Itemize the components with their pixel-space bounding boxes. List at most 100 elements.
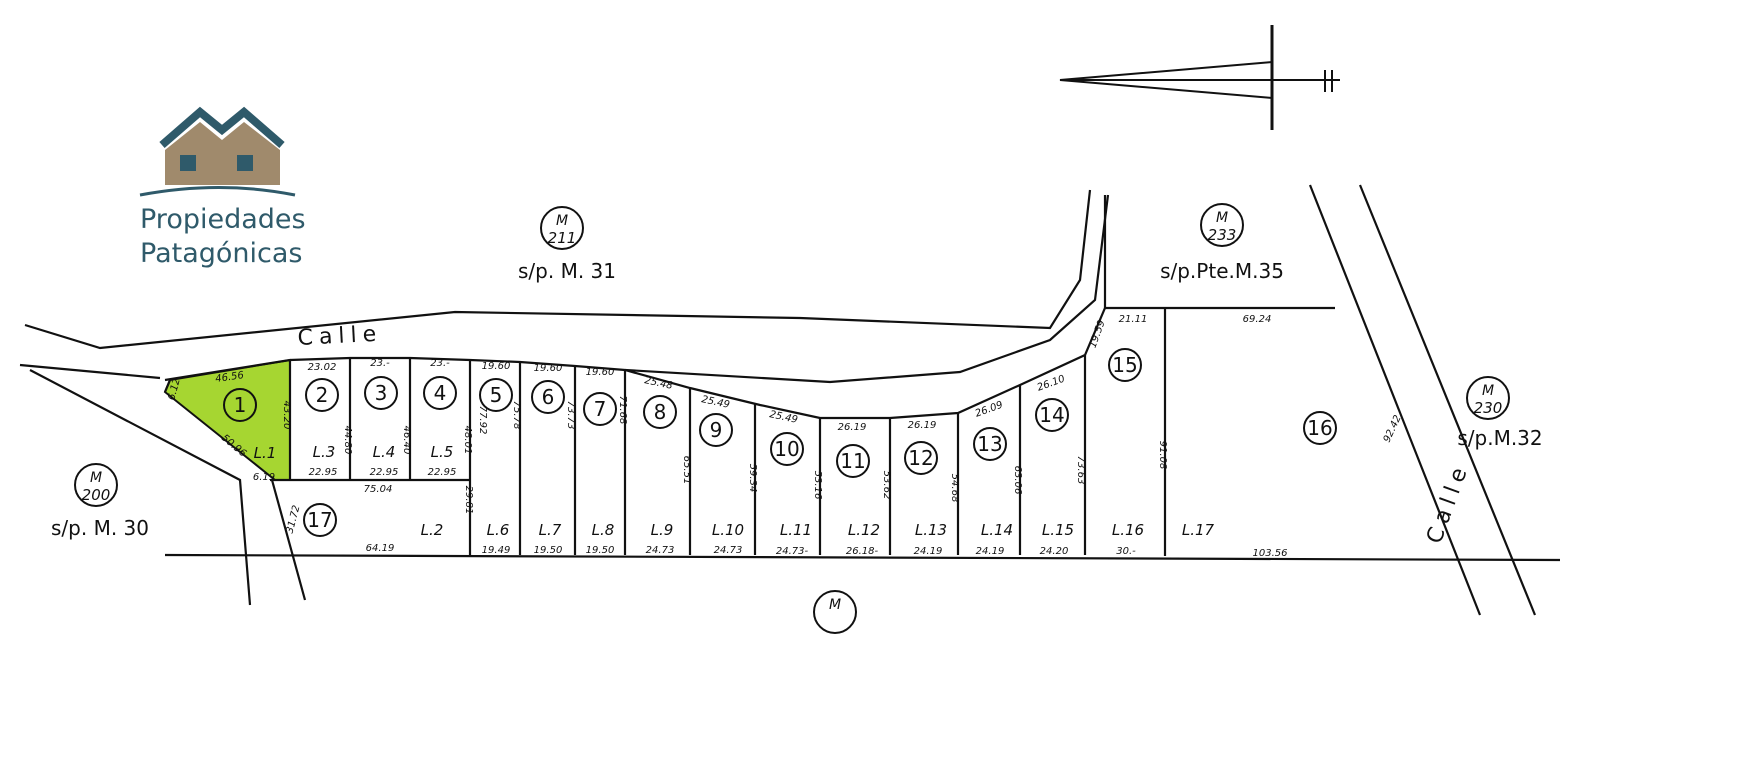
rear-measure: 24.20 [1040,546,1069,557]
lot-label: L.12 [848,521,880,539]
front-measure: 19.60 [586,367,615,378]
lot-label: L.10 [712,521,744,539]
lot-label: L.2 [421,521,444,539]
parcel-number-11: 11 [840,449,865,473]
side-measure: 63.06 [1012,466,1023,495]
parcel-number-5: 5 [490,383,503,407]
street-top-lower-edge [19,363,161,380]
street-top-upper-edge [24,189,1092,350]
lot-label: L.8 [592,521,615,539]
block-number: 211 [548,229,577,247]
side-measure: 54.68 [949,474,960,503]
block-letter: M [1216,210,1228,226]
parcel-circle[interactable] [973,427,1007,461]
parcel-circle[interactable] [223,388,257,422]
parcel-number-10: 10 [774,437,799,461]
parcel-circle[interactable] [836,444,870,478]
rear-measure: 22.95 [370,467,399,478]
side-measure: 77.92 [477,406,488,435]
side-measure: 73.63 [1075,456,1086,485]
parcel-number-9: 9 [710,418,723,442]
front-measure: 23.- [370,358,390,369]
block-number: 233 [1208,226,1237,244]
lot-label: L.9 [651,521,674,539]
parcel-number-3: 3 [375,381,388,405]
lot-label: L.13 [915,521,947,539]
lot-label: L.3 [313,443,336,461]
street-left-edge-1 [29,369,252,606]
rear-measure: 103.56 [1253,548,1288,559]
parcel-circle[interactable] [531,380,565,414]
front-measure: 21.11 [1119,314,1148,325]
block-number: 200 [82,486,111,504]
parcel-number-1: 1 [234,393,247,417]
lot-label: L.4 [373,443,396,461]
block-reference: s/p. M. 31 [518,259,616,283]
lot-label: L.7 [539,521,562,539]
parcel-circle[interactable] [303,503,337,537]
side-measure: 43.20 [281,401,292,430]
lot-1-diagonal [163,379,172,393]
front-measure: 46.56 [215,370,245,385]
side-measure: 29.81 [463,486,474,515]
rear-measure: 22.95 [428,467,457,478]
side-measure: 59.34 [747,464,758,493]
block-circle [1466,376,1510,420]
rear-measure: 24.73 [646,545,675,556]
parcel-circle[interactable] [423,376,457,410]
block-circle [813,590,857,634]
north-arrow-icon [1059,25,1340,130]
parcel-circle[interactable] [1108,348,1142,382]
company-logo: Propiedades Patagónicas [139,106,306,269]
parcel-circle[interactable] [643,395,677,429]
lots-bottom-boundary [164,553,1561,562]
side-measure: 91.08 [1157,441,1168,470]
parcel-circle[interactable] [770,432,804,466]
side-measure: 73.73 [565,401,576,430]
parcel-circle[interactable] [305,378,339,412]
parcel-circle[interactable] [479,378,513,412]
front-measure: 19.60 [534,363,563,374]
parcel-number-15: 15 [1112,353,1137,377]
side-measure: 19.59 [1088,319,1108,350]
block-circle [1200,203,1244,247]
rear-measure: 24.73 [714,545,743,556]
front-measure: 69.24 [1243,314,1272,325]
rear-measure: 24.19 [914,546,943,557]
parcel-circle[interactable] [1035,398,1069,432]
block-letter: M [556,213,568,229]
parcel-circle[interactable] [583,392,617,426]
parcel-number-2: 2 [316,383,329,407]
front-measure: 19.60 [482,361,511,372]
parcel-circle[interactable] [904,441,938,475]
parcel-circle[interactable] [699,413,733,447]
parcel-number-12: 12 [908,446,933,470]
block-letter: M [90,470,102,486]
rear-measure: 30.- [1116,546,1136,557]
street-right-edge-2 [1358,184,1537,616]
side-measure: 53.62 [881,471,892,500]
lot-label: L.1 [254,444,277,462]
lot-label: L.5 [431,443,454,461]
block-letter: M [1482,383,1494,399]
parcel-number-7: 7 [594,397,607,421]
lot-label: L.11 [780,521,812,539]
front-measure: 26.19 [838,422,867,433]
lot-dividers [288,308,1167,556]
parcel-circle[interactable] [1303,411,1337,445]
front-measure: 25.48 [643,375,673,392]
block-reference: s/p.Pte.M.35 [1160,259,1284,283]
front-measure: 23.02 [308,362,337,373]
block-reference: s/p.M.32 [1457,426,1542,450]
parcel-number-6: 6 [542,385,555,409]
lot-label: L.17 [1182,521,1215,539]
parcel-circle[interactable] [364,376,398,410]
parcel-number-4: 4 [434,381,447,405]
rear-measure: 19.49 [482,545,511,556]
parcel-number-16: 16 [1307,416,1332,440]
lot-label: L.14 [981,521,1013,539]
side-measure: 65.51 [681,456,692,485]
